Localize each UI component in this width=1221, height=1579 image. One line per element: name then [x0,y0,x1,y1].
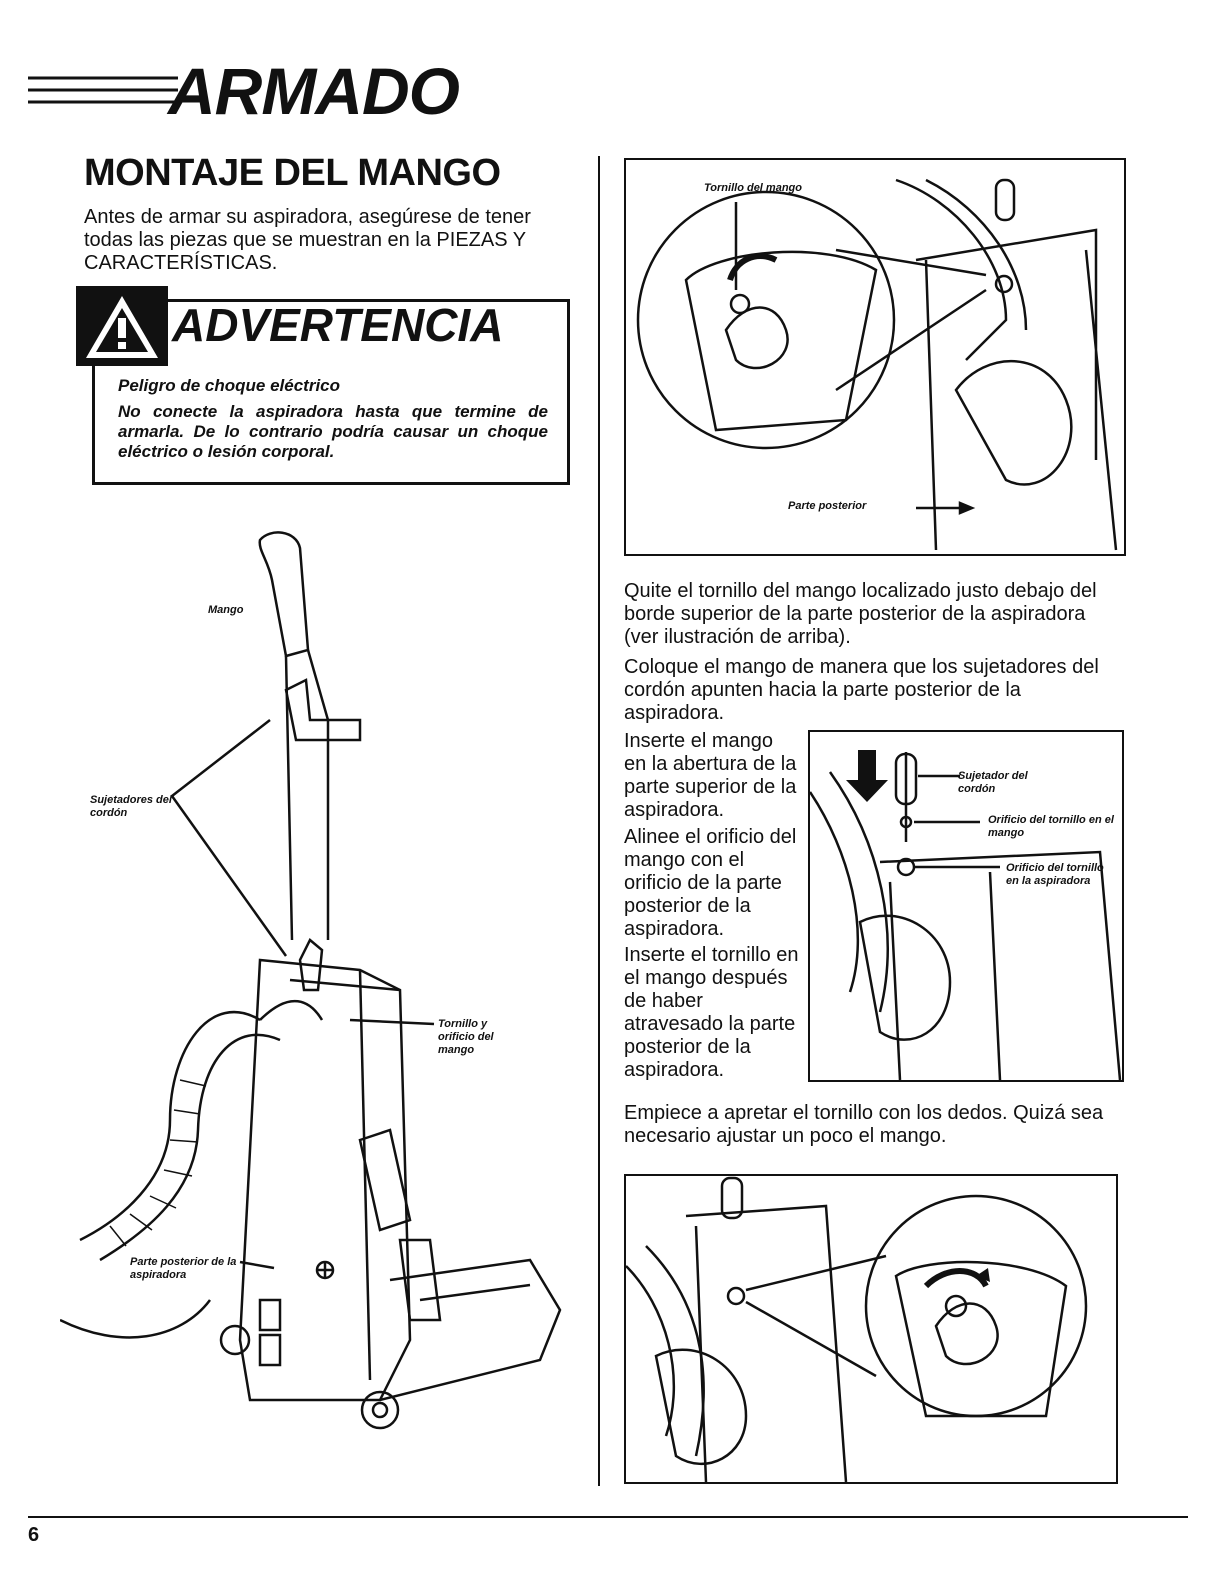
tighten-screw-illustration [626,1176,1088,1482]
figure-remove-screw [624,158,1126,556]
page-title: ARMADO [168,54,460,128]
intro-text: Antes de armar su aspiradora, asegúrese … [84,206,531,274]
insert-handle-illustration [810,750,1122,1080]
warning-subtitle: Peligro de choque eléctrico [118,376,341,395]
step-tighten-screw: Empiece a apretar el tornillo con los de… [624,1102,1104,1147]
label-orificio-mango: Orificio del tornillo en el mango [988,814,1114,839]
step-insert-handle: Inserte el mango en la abertura de la pa… [624,730,797,821]
label-tornillo-orificio: Tornillo y orificio del mango [438,1018,494,1056]
label-parte-posterior: Parte posterior de la aspiradora [130,1256,237,1281]
figure-insert-handle [808,730,1124,1082]
warning-box [92,299,570,485]
label-sujetador-cordon: Sujetador del cordón [958,770,1028,795]
warning-badge [76,286,168,366]
vacuum-illustration [60,531,562,1430]
label-tornillo-mango: Tornillo del mango [704,182,802,194]
warning-text: No conecte la aspiradora hasta que termi… [118,402,548,461]
section-title: MONTAJE DEL MANGO [84,152,501,194]
warning-title: ADVERTENCIA [172,299,504,351]
label-mango: Mango [208,604,244,616]
warning-triangle-icon [86,296,158,358]
step-position-handle: Coloque el mango de manera que los sujet… [624,656,1099,724]
page-number: 6 [28,1524,40,1546]
step-insert-screw: Inserte el tornillo en el mango después … [624,944,799,1081]
label-sujetadores: Sujetadores del cordón [90,794,172,819]
label-orificio-aspiradora: Orificio del tornillo en la aspiradora [1006,862,1104,887]
step-align-hole: Alinee el orificio del mango con el orif… [624,826,797,940]
figure-tighten-screw [624,1174,1118,1484]
label-parte-posterior-top: Parte posterior [788,500,867,512]
header-rule-lines [28,76,178,104]
column-divider [598,156,600,1486]
remove-screw-illustration [636,178,1118,551]
step-remove-screw: Quite el tornillo del mango localizado j… [624,580,1097,648]
footer-rule [28,1516,1188,1518]
